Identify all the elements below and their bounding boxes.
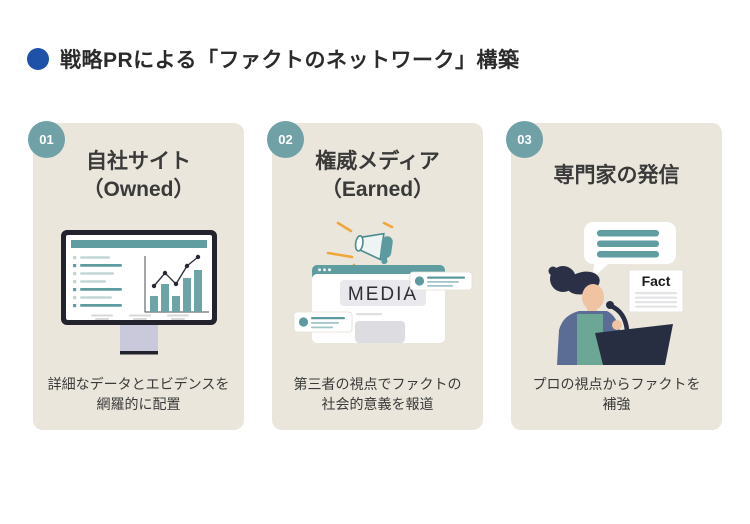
card-title-line: 専門家の発信 — [553, 163, 680, 187]
card-title: 専門家の発信 — [511, 137, 722, 215]
card-expert-voice: 03 専門家の発信 — [506, 121, 722, 430]
card-description: 詳細なデータとエビデンスを 網羅的に配置 — [33, 374, 244, 415]
card-description: プロの視点からファクトを 補強 — [511, 374, 722, 415]
card-title: 権威メディア （Earned） — [272, 137, 483, 215]
card-number-badge: 03 — [506, 121, 543, 158]
card-owned-site: 01 自社サイト （Owned） — [28, 121, 244, 430]
monitor-stand — [120, 323, 158, 353]
dashboard-list — [73, 256, 122, 308]
card-title-line: （Owned） — [82, 178, 195, 201]
card-description-line: 補強 — [602, 396, 631, 413]
card-number-badge: 02 — [267, 121, 304, 158]
fact-label: Fact — [642, 273, 671, 289]
screen-header-bar — [71, 240, 207, 248]
podium — [595, 301, 673, 365]
notification-card — [409, 271, 473, 291]
media-label: MEDIA — [348, 284, 418, 305]
card-description-line: プロの視点からファクトを — [532, 376, 701, 392]
expert-podium-icon: Fact — [548, 222, 684, 365]
media-browser-icon: MEDIA — [293, 221, 473, 343]
monitor-dashboard-icon — [61, 230, 217, 355]
speech-bubble-icon — [584, 222, 676, 280]
cards-row: 01 自社サイト （Owned） — [28, 121, 750, 430]
card-description-line: 社会的意義を報道 — [321, 396, 434, 413]
card-earned-media: 02 権威メディア （Earned） — [267, 121, 483, 430]
megaphone-icon — [354, 232, 393, 265]
card-description-line: 第三者の視点でファクトの — [293, 376, 462, 392]
card-description-line: 網羅的に配置 — [96, 396, 181, 413]
card-title-line: 自社サイト — [86, 149, 191, 173]
media-browser-illustration: MEDIA — [272, 220, 483, 365]
page-header: 戦略PRによる「ファクトのネットワーク」構築 — [27, 44, 750, 74]
card-description: 第三者の視点でファクトの 社会的意義を報道 — [272, 374, 483, 415]
page-title: 戦略PRによる「ファクトのネットワーク」構築 — [60, 49, 520, 72]
card-title-line: 権威メディア — [315, 149, 440, 173]
blue-circle-bullet-icon — [27, 48, 49, 70]
card-title-line: （Earned） — [320, 178, 435, 201]
monitor-base — [120, 351, 158, 355]
fact-card — [628, 269, 684, 313]
card-title: 自社サイト （Owned） — [33, 137, 244, 215]
notification-card — [293, 311, 353, 333]
card-number-badge: 01 — [28, 121, 65, 158]
expert-podium-illustration: Fact — [511, 220, 722, 365]
monitor-dashboard-illustration — [33, 220, 244, 365]
bar-line-chart — [144, 254, 209, 313]
card-description-line: 詳細なデータとエビデンスを — [47, 376, 230, 392]
screen-footer-labels — [91, 314, 189, 320]
